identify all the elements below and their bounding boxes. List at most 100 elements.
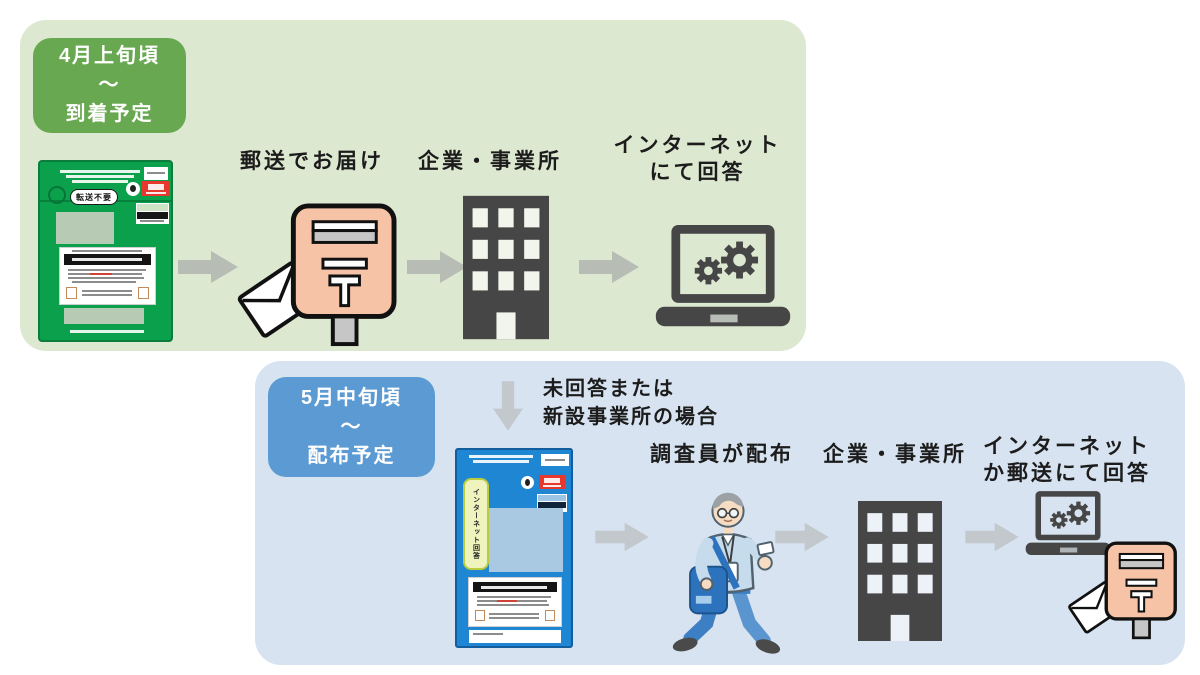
fine-print-bar	[473, 633, 503, 635]
april-mail-delivery-panel: 4月上旬頃 〜 到着予定 転送不要	[20, 20, 806, 351]
office-building-icon	[858, 501, 942, 641]
fine-print-bar	[489, 617, 539, 619]
fine-print-bar	[545, 459, 565, 461]
fine-print-bar	[72, 180, 128, 183]
vertical-tag-text: インターネット回答	[472, 488, 480, 560]
logo-mark	[525, 479, 530, 486]
badge-line: 〜	[340, 415, 363, 438]
step-label-internet-response: インターネット にて回答	[585, 132, 810, 187]
address-code-box	[541, 454, 569, 466]
badge-line: 到着予定	[65, 103, 154, 125]
survey-notice-label	[60, 248, 155, 304]
stamp-box	[475, 610, 485, 621]
fine-print-bar	[469, 455, 533, 458]
memo-box	[469, 630, 561, 643]
step-label-internet-or-mail-response: インターネット か郵送にて回答	[962, 433, 1172, 488]
fine-print-bar	[68, 269, 146, 271]
stamp-box	[66, 287, 77, 299]
agency-logo-circle	[521, 476, 534, 489]
may-schedule-badge: 5月中旬頃 〜 配布予定	[268, 377, 435, 477]
condition-line: 新設事業所の場合	[543, 406, 719, 428]
fine-print-bar	[481, 585, 547, 589]
badge-line: 配布予定	[307, 444, 396, 467]
fine-print-bar	[477, 596, 551, 598]
step-label-line: にて回答	[649, 161, 746, 185]
strip-row	[137, 204, 168, 211]
strip-row	[538, 502, 566, 508]
internet-response-vertical-tag: インターネット回答	[463, 478, 489, 570]
important-red-badge	[539, 475, 565, 489]
step-label-enumerator-distribution: 調査員が配布	[650, 443, 794, 466]
step-label-line: インターネット	[983, 435, 1151, 458]
gear-icon	[1066, 501, 1091, 525]
surveyor-illustration	[672, 492, 781, 654]
step-label-mail-delivery: 郵送でお届け	[240, 150, 384, 173]
fine-print-bar	[60, 170, 140, 173]
fine-print-bar	[148, 184, 164, 190]
address-code-box	[144, 167, 168, 180]
fine-print-bar	[68, 277, 144, 279]
fine-print-bar-red	[90, 273, 112, 275]
fine-print-bar	[147, 172, 165, 174]
step-label-line: か郵送にて回答	[983, 462, 1151, 486]
flow-arrow-icon	[178, 251, 238, 283]
fine-print-bar	[72, 250, 142, 252]
fine-print-bar-red	[497, 600, 517, 602]
address-window	[489, 508, 563, 572]
flow-arrow-icon	[407, 251, 467, 283]
step-label-business-offices: 企業・事業所	[418, 150, 562, 173]
postbox-envelope-icon	[237, 203, 397, 347]
postbox-envelope-icon	[1068, 541, 1177, 640]
important-red-badge	[142, 181, 170, 196]
laptop-gears-icon	[1025, 491, 1111, 555]
fine-print-bar	[72, 258, 142, 261]
badge-line: 5月中旬頃	[300, 386, 403, 409]
postmark-circle	[48, 186, 66, 204]
fine-print-bar	[473, 460, 529, 463]
gear-icon	[721, 241, 759, 279]
gear-icon	[694, 257, 723, 285]
fine-print-bar	[82, 290, 132, 292]
fine-print-bar	[489, 613, 539, 615]
april-schedule-badge: 4月上旬頃 〜 到着予定	[33, 38, 186, 133]
no-forwarding-tag: 転送不要	[70, 189, 118, 205]
fine-print-bar	[72, 281, 136, 283]
survey-name-strip	[136, 203, 169, 224]
agency-logo-circle	[126, 182, 140, 196]
fine-print-bar	[82, 294, 132, 296]
step-label-business-offices: 企業・事業所	[823, 443, 967, 466]
notice-title-band	[64, 254, 151, 265]
fine-print-bar	[544, 478, 560, 483]
blue-survey-envelope: インターネット回答	[455, 448, 573, 648]
flow-arrow-icon	[579, 251, 639, 283]
flow-arrow-down-icon	[493, 381, 523, 431]
gear-icon	[1050, 511, 1068, 529]
fine-print-bar	[146, 192, 166, 194]
badge-line: 4月上旬頃	[58, 45, 161, 67]
green-survey-envelope: 転送不要	[38, 160, 173, 342]
survey-notice-label	[469, 578, 561, 626]
fine-print-bar	[140, 220, 164, 222]
flow-arrow-icon	[595, 522, 649, 552]
may-enumerator-panel: 5月中旬頃 〜 配布予定 未回答または 新設事業所の場合 インターネット回答	[255, 361, 1185, 665]
fine-print-bar	[543, 485, 561, 487]
logo-mark	[130, 185, 136, 192]
stamp-box	[138, 287, 149, 299]
badge-line: 〜	[98, 74, 121, 96]
fine-print-bar	[70, 330, 144, 333]
flow-arrow-icon	[775, 522, 829, 552]
office-building-icon	[463, 195, 549, 340]
laptop-gears-icon	[655, 225, 791, 327]
strip-row	[538, 495, 566, 501]
condition-line: 未回答または	[543, 378, 675, 400]
fine-print-bar	[477, 604, 549, 606]
fine-print-bar	[66, 175, 134, 178]
notice-title-band	[473, 582, 557, 592]
strip-row	[137, 212, 168, 219]
address-window	[64, 308, 144, 324]
flow-arrow-icon	[965, 522, 1019, 552]
address-window	[56, 212, 114, 244]
step-label-line: インターネット	[613, 134, 782, 157]
stamp-box	[545, 610, 555, 621]
condition-text: 未回答または 新設事業所の場合	[543, 375, 719, 431]
